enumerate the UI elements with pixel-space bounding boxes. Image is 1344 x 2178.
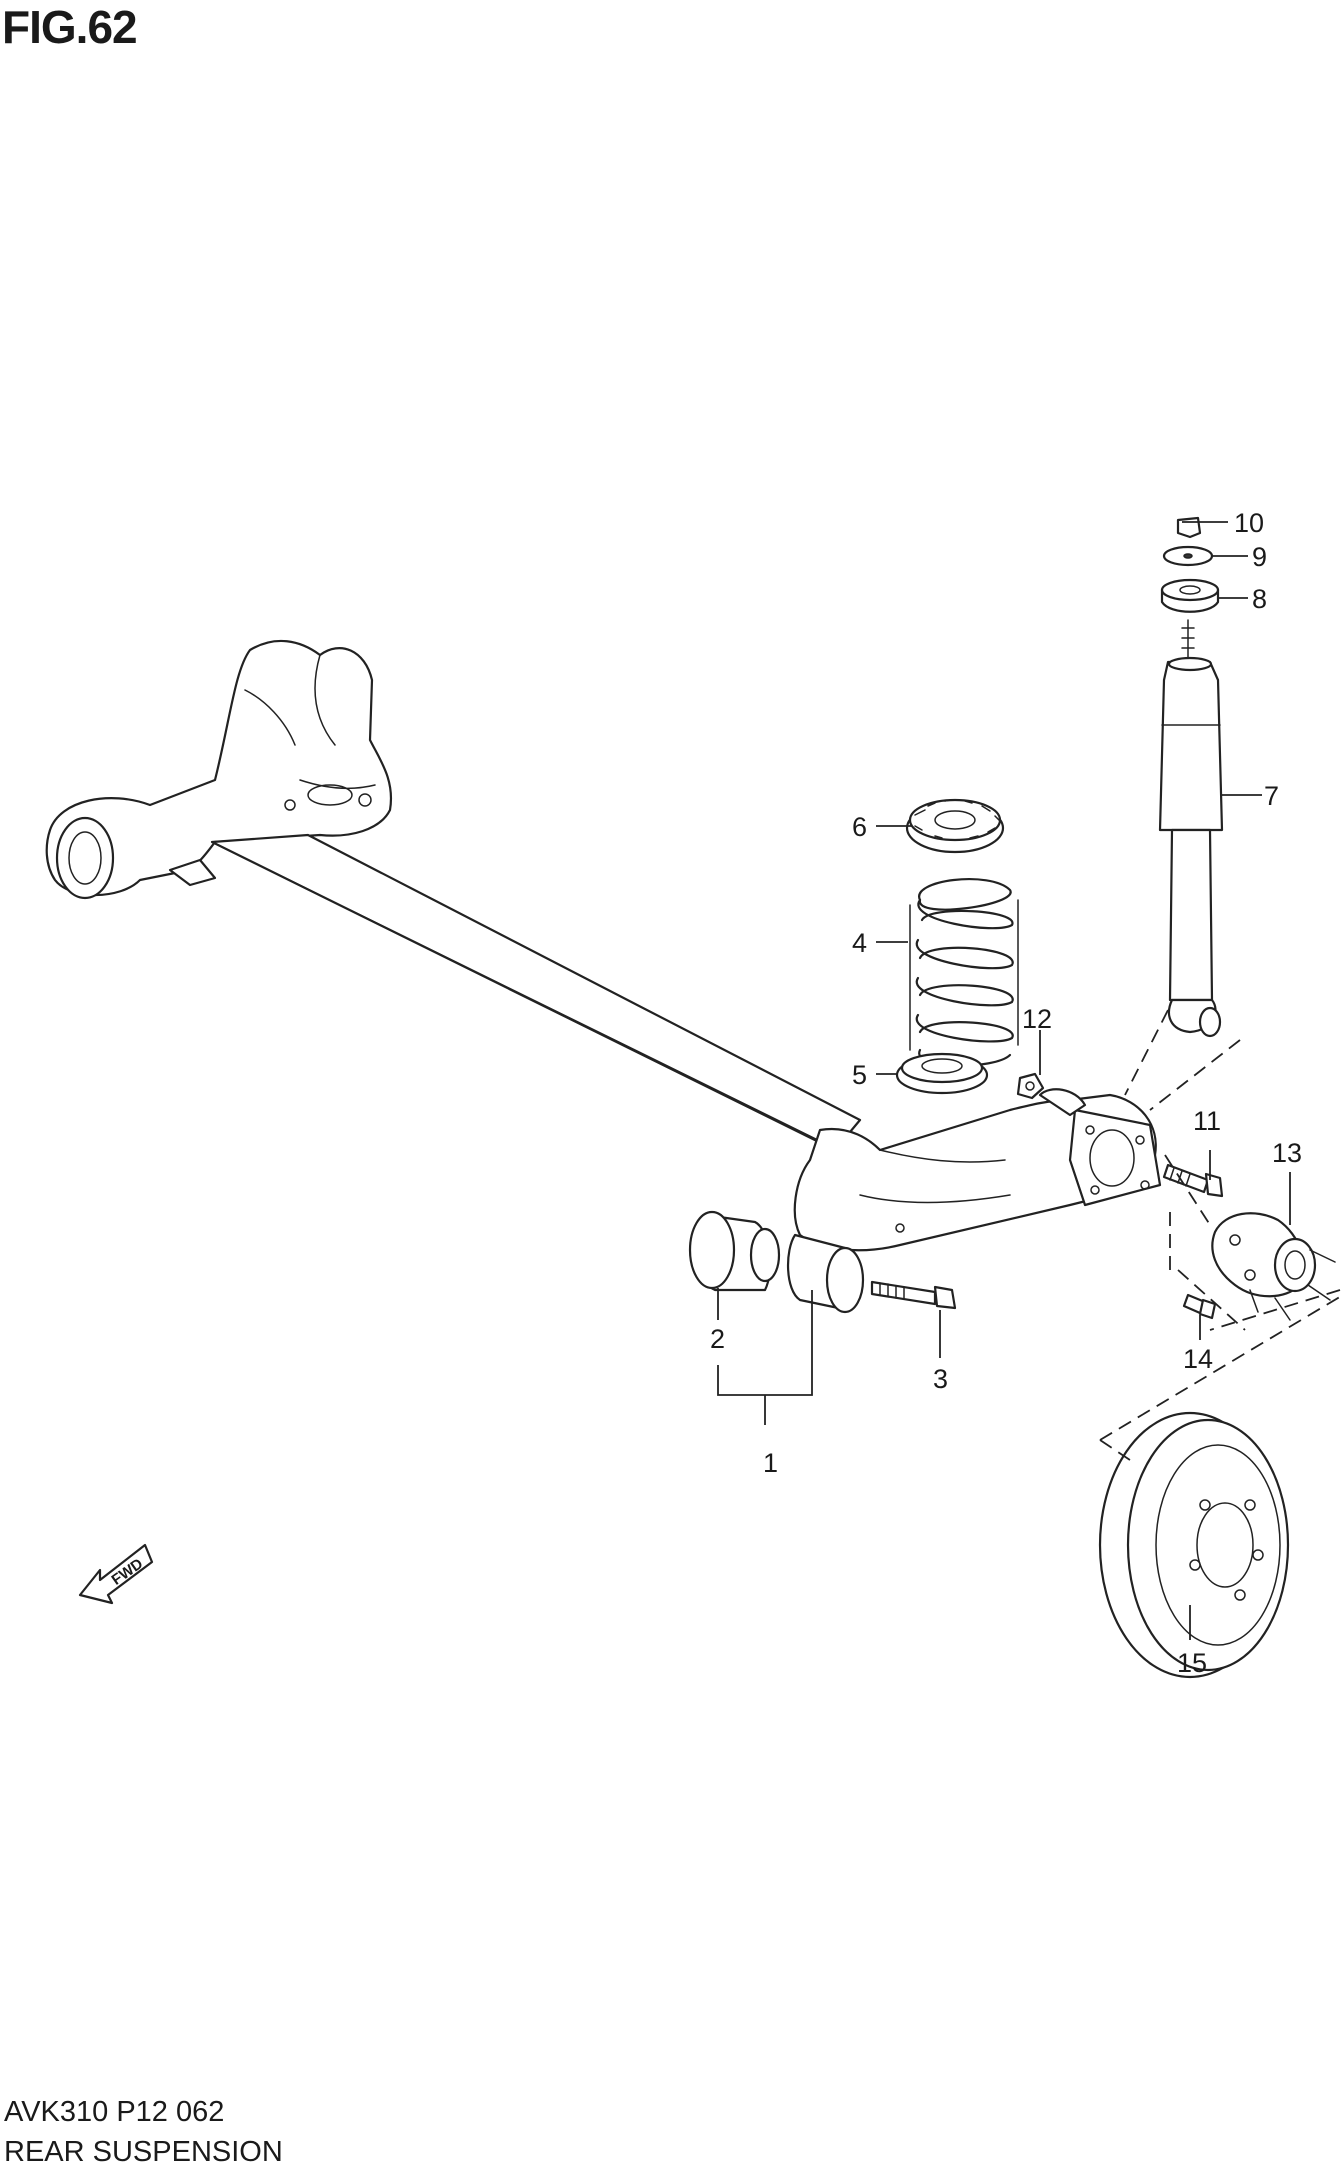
callout-labels: 1 2 3 4 5 6 7 8 9 10 11 12 13 14 15 [710,508,1302,1678]
diagram-caption: REAR SUSPENSION [4,2136,283,2168]
callout-11: 11 [1193,1106,1221,1136]
spring-seat-lower-5[interactable] [895,1052,989,1095]
callout-4: 4 [852,928,867,958]
shock-bush-8[interactable] [1160,578,1220,613]
callout-12: 12 [1022,1004,1052,1034]
callout-9: 9 [1252,542,1267,572]
hub-assembly-13[interactable] [1211,1212,1336,1321]
washer-9[interactable] [1162,545,1214,567]
callout-8: 8 [1252,584,1267,614]
callout-3: 3 [933,1364,948,1394]
bolt-11[interactable] [1162,1163,1224,1198]
spring-seat-upper-6[interactable] [905,798,1005,854]
brake-drum-15[interactable] [1098,1411,1290,1679]
callout-1: 1 [763,1448,778,1478]
bushing-set[interactable] [688,1210,865,1314]
rear-axle-beam[interactable] [45,639,1162,1252]
diagram-code: AVK310 P12 062 [4,2096,225,2128]
callout-10: 10 [1234,508,1264,538]
leader-lines [717,521,1344,1640]
bolt-14[interactable] [1182,1293,1217,1320]
figure-number: FIG.62 [2,1,138,53]
fwd-arrow-icon: FWD [78,1543,154,1605]
callout-15: 15 [1177,1648,1207,1678]
callout-2: 2 [710,1324,725,1354]
callout-13: 13 [1272,1138,1302,1168]
nut-12[interactable] [1016,1072,1045,1100]
callout-14: 14 [1183,1344,1213,1374]
shock-absorber-7[interactable] [1158,619,1224,1038]
callout-7: 7 [1264,781,1279,811]
callout-6: 6 [852,812,867,842]
bolt-3[interactable] [870,1280,957,1310]
nut-10[interactable] [1176,516,1202,539]
callout-5: 5 [852,1060,867,1090]
coil-spring-4[interactable] [909,878,1019,1067]
